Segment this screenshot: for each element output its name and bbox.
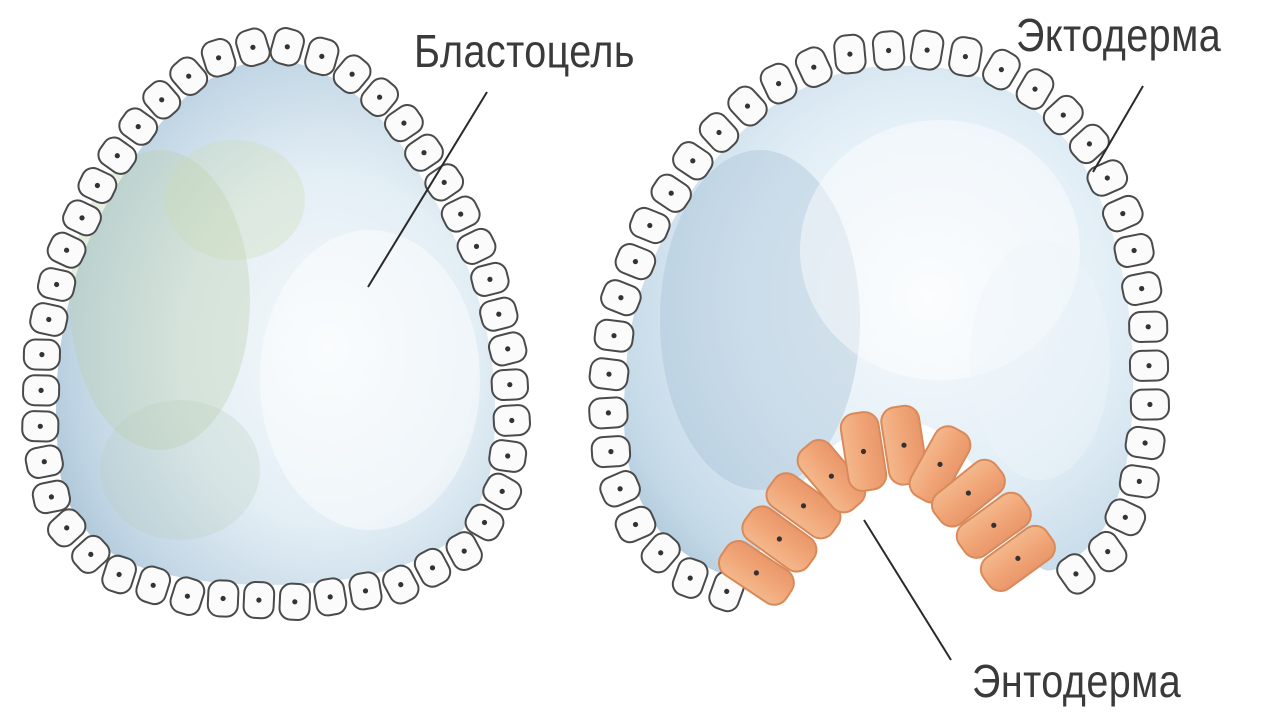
blastula-cell [493,405,531,437]
blastula-cell [348,571,384,611]
blastula-cell [22,411,59,442]
ectoderm-cell [1113,232,1156,269]
ectoderm-cell [1124,425,1166,460]
blastula-cell [312,577,348,617]
blastula-cell [243,581,275,618]
ectoderm-cell [1131,389,1170,420]
blastula-cell [469,260,511,298]
blastula-diagram [22,25,531,620]
endoderm-leader-line [864,520,951,660]
blastula-cell [279,583,311,620]
ectoderm-cell [591,435,631,467]
ectoderm-cell [1118,464,1160,499]
ectoderm-cell [909,29,945,72]
blastula-cell [487,330,529,368]
ectoderm-cell [833,34,866,75]
ectoderm-cell [1120,270,1163,307]
blastula-cell [23,375,60,406]
blastula-cell [24,339,61,370]
gastrula-diagram [588,29,1169,615]
blastula-cell [491,369,529,401]
ectoderm-cell [1129,311,1168,342]
cavity-shading [260,230,480,530]
ectoderm-cell [947,35,983,78]
cavity-shading [100,400,260,540]
ectoderm-label: Эктодерма [1016,12,1221,58]
endoderm-label: Энтодерма [972,658,1181,704]
blastula-cell [28,301,70,338]
cavity-shading [970,240,1110,480]
blastula-cell [36,266,78,303]
blastula-cell [168,575,207,618]
blastocoel-label: Бластоцель [414,28,635,74]
ectoderm-cell [593,318,635,353]
ectoderm-cell [872,30,905,71]
blastula-cell [207,580,239,617]
ectoderm-cell [588,357,630,392]
blastula-cell [488,439,528,474]
ectoderm-cell [588,397,628,429]
cavity-shading [165,140,305,260]
blastula-cell [24,443,65,479]
ectoderm-cell [1130,350,1169,381]
blastula-cell [478,295,520,333]
